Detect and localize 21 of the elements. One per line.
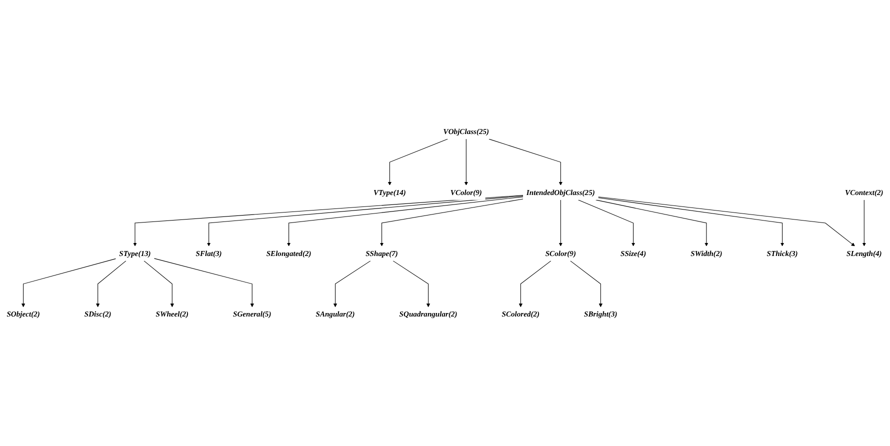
arrow — [286, 196, 524, 246]
arrow — [570, 260, 602, 308]
arrow — [518, 260, 552, 308]
arrow — [154, 258, 254, 308]
arrow — [380, 198, 524, 246]
arrow — [578, 200, 636, 246]
arrow — [96, 260, 126, 308]
arrow — [862, 200, 866, 246]
arrow — [133, 194, 524, 246]
arrow — [488, 138, 562, 186]
arrow — [21, 258, 116, 308]
arrow — [392, 260, 430, 308]
arrow — [464, 138, 468, 186]
arrow — [206, 196, 524, 246]
arrow — [596, 200, 708, 246]
arrow — [388, 138, 448, 186]
arrow — [144, 260, 174, 308]
arrow — [558, 200, 562, 246]
arrow — [598, 197, 784, 246]
arrow — [598, 196, 855, 246]
arrow — [333, 260, 371, 308]
